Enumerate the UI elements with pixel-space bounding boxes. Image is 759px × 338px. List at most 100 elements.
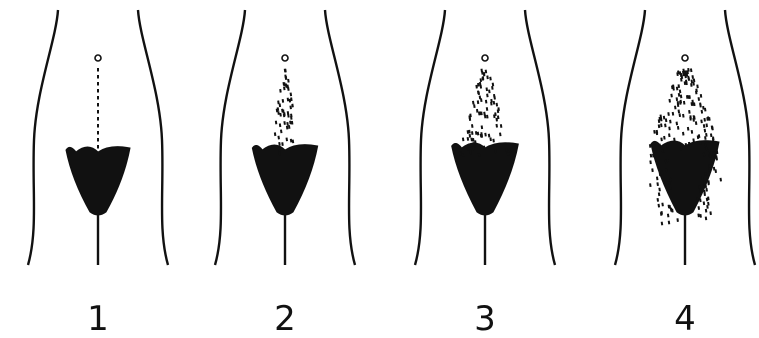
hair-dash: [681, 73, 682, 77]
hair-dash: [481, 78, 482, 82]
hair-dash: [500, 133, 501, 137]
hair-dash: [659, 188, 660, 192]
hair-dash: [715, 169, 716, 173]
body-outline-left: [28, 10, 58, 265]
hair-dash: [670, 186, 671, 190]
hair-dash: [699, 185, 700, 189]
hair-dash: [667, 144, 668, 148]
hair-dash: [693, 139, 694, 143]
hair-dash: [293, 140, 294, 144]
hair-dash: [472, 131, 473, 135]
hair-dash: [482, 126, 483, 130]
hair-dash: [283, 99, 284, 103]
hair-dash: [705, 136, 706, 140]
hair-dash: [688, 68, 689, 72]
hair-dash: [478, 83, 479, 87]
hair-dash: [672, 209, 673, 213]
hair-dash: [700, 141, 701, 145]
hair-dash: [700, 103, 701, 107]
hair-dash: [666, 118, 667, 122]
hair-dash: [276, 121, 277, 125]
hair-dash: [685, 75, 686, 79]
hair-dash: [498, 107, 499, 111]
hair-dash: [475, 140, 476, 144]
hair-dash: [665, 124, 666, 128]
hair-dash: [288, 79, 289, 83]
hair-triangle: [66, 147, 130, 215]
hair-dash: [704, 118, 705, 122]
panel-4: [615, 10, 755, 265]
hair-dash: [712, 127, 713, 130]
hair-dash: [481, 98, 482, 102]
hair-dash: [683, 114, 684, 118]
hair-dash: [669, 99, 670, 103]
hair-dash: [480, 82, 481, 86]
hair-dash: [288, 98, 289, 102]
hair-dash: [692, 100, 693, 104]
hair-dash: [469, 115, 470, 119]
hair-dash: [716, 157, 717, 161]
hair-dash: [482, 134, 483, 138]
hair-dash: [681, 78, 682, 82]
hair-dash: [662, 222, 663, 226]
hair-dash: [694, 79, 695, 83]
hair-dash: [708, 202, 709, 206]
hair-dash: [707, 198, 708, 202]
hair-dash: [673, 85, 674, 89]
stage-label-1: 1: [87, 299, 109, 338]
hair-dash: [495, 112, 496, 116]
hair-dash: [487, 107, 488, 111]
hair-dash: [292, 121, 293, 125]
hair-dash: [291, 93, 292, 97]
body-outline-right: [325, 10, 355, 265]
hair-dash: [666, 169, 667, 173]
hair-dash: [471, 138, 472, 142]
hair-dash: [275, 132, 276, 136]
hair-dash: [478, 91, 479, 95]
hair-dash: [282, 109, 283, 113]
hair-dash: [688, 95, 689, 99]
hair-dash: [662, 211, 663, 215]
hair-dash: [473, 138, 474, 142]
hair-dash: [709, 168, 710, 172]
hair-dash: [489, 134, 490, 138]
hair-dash: [278, 111, 279, 115]
hair-dash: [286, 83, 287, 87]
hair-dash: [679, 110, 680, 114]
hair-dash: [654, 130, 655, 134]
hair-dash: [651, 154, 652, 158]
hair-dash: [489, 90, 490, 94]
hair-dash: [659, 204, 660, 208]
hair-dash: [679, 93, 680, 97]
hair-dash: [280, 123, 281, 127]
hair-dash: [694, 115, 695, 119]
hair-dash: [717, 151, 718, 155]
hair-dash: [476, 85, 477, 89]
hair-dash: [671, 94, 672, 98]
hair-dash: [653, 154, 654, 158]
hair-dash: [692, 130, 693, 134]
hair-dash: [287, 122, 288, 126]
hair-dash: [484, 73, 485, 77]
hair-dash: [701, 120, 702, 124]
hair-dash: [487, 94, 488, 98]
hair-dash: [706, 209, 707, 213]
hair-dash: [681, 95, 682, 99]
hair-dash: [498, 116, 499, 120]
hair-dash: [278, 136, 279, 140]
hair-dash: [287, 126, 288, 129]
hair-dash: [691, 69, 692, 73]
hair-dash: [650, 183, 651, 187]
hair-dash: [280, 113, 281, 117]
hair-dash: [493, 139, 494, 143]
hair-dash: [468, 130, 469, 134]
hair-dash: [281, 130, 282, 134]
hair-dash: [661, 138, 662, 142]
hair-dash: [280, 103, 281, 107]
hair-dash: [484, 146, 485, 150]
hair-dash: [486, 100, 487, 104]
hair-dash: [282, 142, 283, 146]
hair-dash: [473, 146, 474, 150]
hair-dash: [478, 100, 479, 104]
hair-dash: [686, 143, 687, 147]
